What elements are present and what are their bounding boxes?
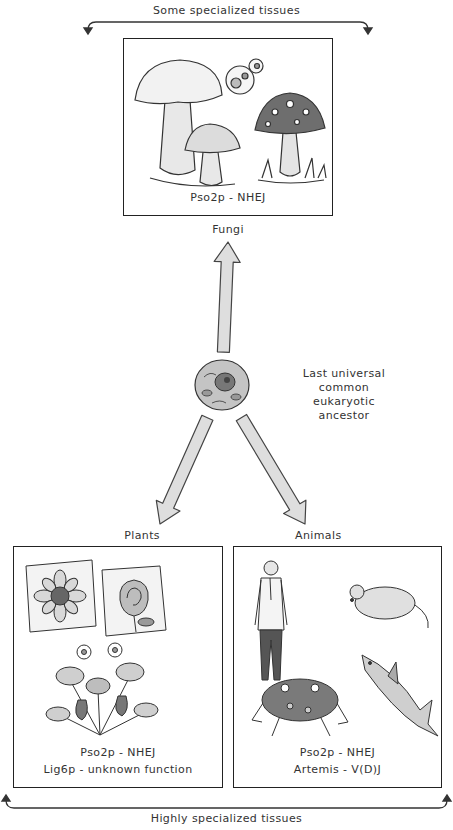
group-panel: AnimalsPso2p - NHEJ Artemis - V(D)J <box>233 528 442 788</box>
tissue-label: Highly specialized tissues <box>0 812 453 826</box>
shark-drawing <box>362 655 438 736</box>
ancestor-cell: Last universal common eukaryotic ancesto… <box>192 355 252 415</box>
group-heading: Fungi <box>123 222 333 238</box>
human-figure <box>255 561 287 680</box>
cell-drawing <box>192 355 252 415</box>
strawberry-plant-drawing <box>46 643 158 735</box>
border-box: Pso2p - NHEJ <box>123 38 333 216</box>
yeast-drawing <box>226 59 263 94</box>
box-text: Pso2p - NHEJ <box>300 746 375 760</box>
top-bracket <box>84 22 372 34</box>
box-text: Artemis - V(D)J <box>294 763 381 777</box>
mouse-drawing <box>350 585 428 628</box>
border-box: Pso2p - NHEJ Artemis - V(D)J <box>233 546 442 788</box>
frog-drawing <box>252 679 348 736</box>
group-panel: PlantsPso2p - NHEJ Lig6p - unknown functi… <box>13 528 223 788</box>
box-text: Lig6p - unknown function <box>43 763 192 777</box>
rose-picture <box>102 566 166 636</box>
box-text: Pso2p - NHEJ <box>80 746 155 760</box>
group-heading: Plants <box>13 528 223 544</box>
box-text: Pso2p - NHEJ <box>190 191 265 205</box>
fly-agaric-drawing <box>255 93 326 183</box>
tissue-label: Some specialized tissues <box>0 4 453 18</box>
bottom-bracket <box>2 795 451 808</box>
evolution-arrow <box>156 415 213 524</box>
evolution-arrow <box>214 242 240 352</box>
mushroom-drawing <box>135 60 240 186</box>
cell-caption: Last universal common eukaryotic ancesto… <box>286 367 402 423</box>
border-box: Pso2p - NHEJ Lig6p - unknown function <box>13 546 223 788</box>
group-heading: Animals <box>233 528 442 544</box>
sunflower-picture <box>26 560 96 632</box>
group-panel: Pso2p - NHEJ Fungi <box>123 38 333 238</box>
evolution-arrow <box>236 415 306 525</box>
